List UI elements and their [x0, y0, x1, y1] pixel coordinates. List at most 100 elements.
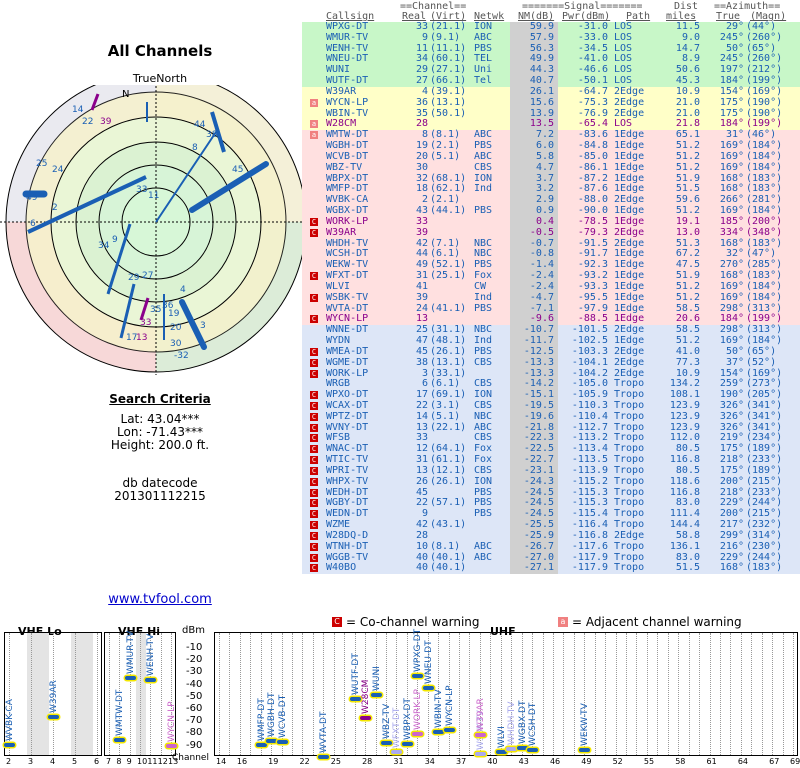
svg-text:33: 33 [136, 185, 147, 195]
power: -84.8 [577, 140, 608, 152]
power: -41.0 [577, 53, 608, 65]
station-signal-bar[interactable] [360, 715, 372, 720]
station-signal-bar[interactable] [166, 743, 177, 748]
channel-tick: 28 [362, 757, 373, 766]
station-signal-bar[interactable] [145, 677, 157, 682]
station-signal-bar[interactable] [506, 747, 518, 752]
station-signal-bar[interactable] [349, 696, 361, 701]
azimuth-true: 298° [719, 324, 744, 336]
callsign: WVNY-DT [326, 421, 369, 433]
station-signal-bar[interactable] [276, 739, 288, 744]
power: -93.3 [577, 280, 608, 292]
station-signal-bar[interactable] [474, 752, 486, 757]
station-label: WHDH-TV [507, 701, 518, 746]
distance: 51.2 [675, 335, 700, 347]
station-signal-bar[interactable] [474, 732, 486, 737]
noise-margin: -0.7 [529, 237, 554, 249]
path: LOS [614, 53, 633, 65]
network: ABC [474, 540, 493, 552]
station-signal-bar[interactable] [266, 739, 278, 744]
real-channel: 24 [415, 302, 428, 314]
real-channel: 9 [421, 31, 428, 43]
virtual-channel: (33.1) [430, 367, 467, 379]
station-signal-bar[interactable] [433, 729, 445, 734]
callsign: WTIC-TV [326, 454, 369, 466]
real-channel: 42 [415, 519, 428, 531]
dbm-tick: -70 [186, 715, 203, 727]
station-signal-bar[interactable] [527, 747, 539, 752]
power: -90.0 [577, 205, 608, 217]
path: Tropo [614, 443, 645, 455]
noise-margin: -7.1 [529, 302, 554, 314]
channel-tick: 69 [790, 757, 800, 766]
power: -112.7 [571, 421, 608, 433]
station-signal-bar[interactable] [412, 673, 424, 678]
azimuth-true: 229° [719, 551, 744, 563]
station-signal-bar[interactable] [48, 714, 59, 719]
station-signal-bar[interactable] [412, 731, 424, 736]
azimuth-true: 245° [719, 31, 744, 43]
callsign: WPRI-TV [326, 464, 369, 476]
distance: 80.5 [675, 464, 700, 476]
station-signal-bar[interactable] [255, 742, 267, 747]
co-channel-warning-icon: C [310, 445, 318, 454]
path: 1Edge [614, 183, 645, 195]
station-signal-bar[interactable] [401, 742, 413, 747]
power: -116.8 [571, 529, 608, 541]
distance: 14.7 [675, 42, 700, 54]
station-signal-bar[interactable] [422, 685, 434, 690]
power: -104.1 [571, 356, 608, 368]
noise-margin: -11.7 [523, 335, 554, 347]
station-signal-bar[interactable] [380, 740, 392, 745]
svg-text:34: 34 [98, 241, 110, 251]
distance: 10.9 [675, 85, 700, 97]
dbm-tick: -80 [186, 727, 203, 739]
callsign: WCSH-DT [326, 248, 369, 260]
distance: 20.6 [675, 313, 700, 325]
noise-margin: 0.4 [535, 215, 554, 227]
channel-tick: 61 [706, 757, 717, 766]
co-channel-warning-icon: C [310, 391, 318, 400]
co-channel-warning-icon: C [310, 477, 318, 486]
noise-margin: -0.5 [529, 226, 554, 238]
station-signal-bar[interactable] [124, 676, 136, 681]
azimuth-magnetic: (169°) [746, 85, 783, 97]
noise-margin: -21.8 [523, 421, 554, 433]
azimuth-magnetic: (215°) [746, 475, 783, 487]
uhf-title: UHF [490, 625, 516, 638]
path: 1Edge [614, 270, 645, 282]
real-channel: 32 [415, 172, 428, 184]
azimuth-true: 175° [719, 443, 744, 455]
power: -113.9 [571, 464, 608, 476]
virtual-channel: (40.1) [430, 562, 467, 574]
station-signal-bar[interactable] [516, 745, 528, 750]
virtual-channel: (6.1) [430, 378, 461, 390]
virtual-channel: (41.1) [430, 302, 467, 314]
station-signal-bar[interactable] [443, 727, 455, 732]
station-signal-bar[interactable] [391, 749, 403, 754]
power: -78.5 [577, 215, 608, 227]
station-signal-bar[interactable] [318, 755, 330, 760]
station-signal-bar[interactable] [114, 737, 126, 742]
station-signal-bar[interactable] [370, 692, 382, 697]
callsign: WEKW-TV [326, 259, 369, 271]
distance: 51.2 [675, 150, 700, 162]
station-signal-bar[interactable] [4, 743, 15, 748]
callsign: WMTW-DT [326, 129, 369, 141]
azimuth-magnetic: (281°) [746, 194, 783, 206]
callsign: WHPX-TV [326, 475, 369, 487]
azimuth-magnetic: (244°) [746, 551, 783, 563]
station-signal-bar[interactable] [579, 748, 591, 753]
power: -83.6 [577, 129, 608, 141]
distance: 21.0 [675, 96, 700, 108]
co-channel-warning-icon: C [310, 499, 318, 508]
path: 2Edge [614, 367, 645, 379]
station-signal-bar[interactable] [495, 749, 507, 754]
callsign: WGME-DT [326, 356, 369, 368]
tvfool-link[interactable]: www.tvfool.com [108, 592, 212, 607]
